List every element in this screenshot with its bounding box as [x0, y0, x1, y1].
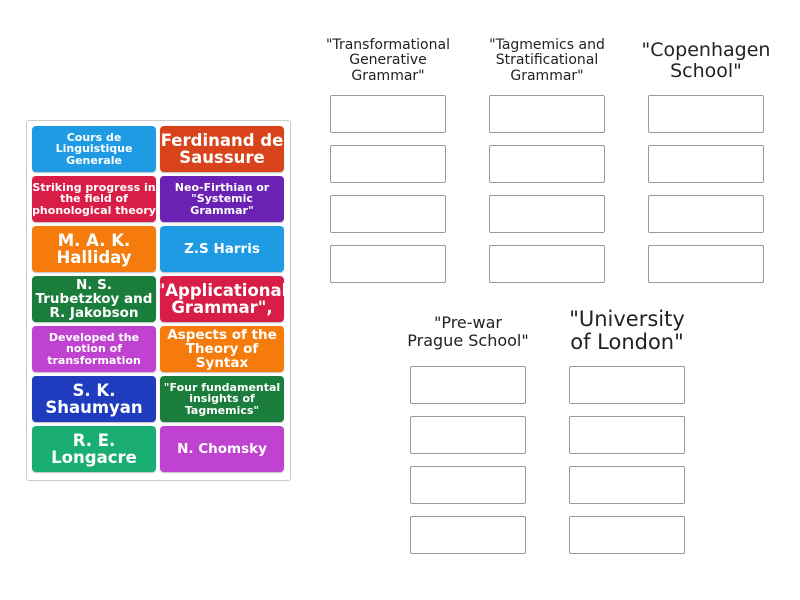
- draggable-tile[interactable]: Ferdinand de Saussure: [160, 126, 284, 172]
- drop-slot[interactable]: [648, 195, 764, 233]
- drop-slot[interactable]: [569, 416, 685, 454]
- draggable-tile[interactable]: Striking progress in the field of phonol…: [32, 176, 156, 222]
- drop-slot[interactable]: [569, 516, 685, 554]
- group-title: "Pre-war Prague School": [407, 313, 529, 350]
- drop-slot[interactable]: [648, 145, 764, 183]
- draggable-tile[interactable]: Z.S Harris: [160, 226, 284, 272]
- drop-slot[interactable]: [648, 95, 764, 133]
- draggable-tile[interactable]: Developed the notion of transformation: [32, 326, 156, 372]
- drop-slot[interactable]: [569, 466, 685, 504]
- drop-slot[interactable]: [410, 516, 526, 554]
- draggable-tile[interactable]: "Applicational Grammar",: [157, 276, 287, 322]
- drop-slot[interactable]: [330, 195, 446, 233]
- draggable-tile[interactable]: N. S. Trubetzkoy and R. Jakobson: [32, 276, 156, 322]
- drop-slot[interactable]: [489, 195, 605, 233]
- draggable-tile[interactable]: S. K. Shaumyan: [32, 376, 156, 422]
- drop-slot[interactable]: [410, 416, 526, 454]
- group-title: "Copenhagen School": [641, 39, 771, 82]
- drop-slot[interactable]: [410, 466, 526, 504]
- drop-slot[interactable]: [330, 95, 446, 133]
- draggable-tile[interactable]: M. A. K. Halliday: [32, 226, 156, 272]
- drop-slot[interactable]: [330, 245, 446, 283]
- drop-slot[interactable]: [489, 245, 605, 283]
- drop-slot[interactable]: [489, 95, 605, 133]
- group-title: "Tagmemics and Stratificational Grammar": [489, 37, 605, 84]
- group-title: "University of London": [569, 307, 685, 355]
- draggable-tile[interactable]: "Four fundamental insights of Tagmemics": [160, 376, 284, 422]
- drop-slot[interactable]: [410, 366, 526, 404]
- draggable-tile[interactable]: R. E. Longacre: [32, 426, 156, 472]
- draggable-tile[interactable]: N. Chomsky: [160, 426, 284, 472]
- drop-slot[interactable]: [569, 366, 685, 404]
- group-title: "Transformational Generative Grammar": [326, 37, 450, 84]
- draggable-tile[interactable]: Neo-Firthian or "Systemic Grammar": [160, 176, 284, 222]
- drop-slot[interactable]: [648, 245, 764, 283]
- drop-slot[interactable]: [489, 145, 605, 183]
- draggable-tile[interactable]: Aspects of the Theory of Syntax: [160, 326, 284, 372]
- drop-slot[interactable]: [330, 145, 446, 183]
- draggable-tile[interactable]: Cours de Linguistique Generale: [32, 126, 156, 172]
